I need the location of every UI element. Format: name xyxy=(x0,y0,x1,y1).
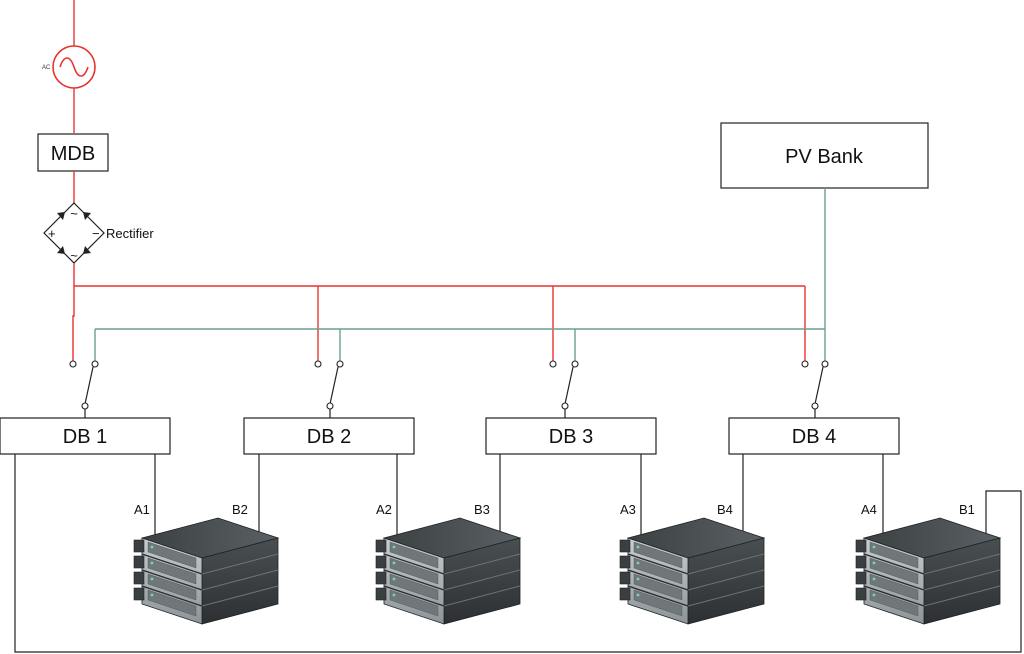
rectifier-plus-symbol: + xyxy=(48,226,56,241)
distribution-board: DB 2 xyxy=(243,417,415,455)
server-feed-lines xyxy=(14,454,1022,653)
rectifier: ~ ~ + − Rectifier xyxy=(43,202,154,264)
distribution-board: DB 3 xyxy=(485,417,657,455)
transfer-switch[interactable] xyxy=(549,360,579,418)
distribution-board: DB 1 xyxy=(0,417,171,455)
ac-source: AC xyxy=(42,0,96,133)
mdb-label: MDB xyxy=(51,143,95,165)
db-label: DB 4 xyxy=(792,426,836,448)
feed-label-a: A4 xyxy=(861,502,877,517)
pv-bank-label: PV Bank xyxy=(785,146,864,168)
feed-label-b: B2 xyxy=(232,502,248,517)
ac-label: AC xyxy=(42,65,51,71)
rectifier-ac-out-symbol: ~ xyxy=(70,248,78,263)
rectifier-ac-in-symbol: ~ xyxy=(70,206,78,221)
pv-bank-box: PV Bank xyxy=(720,122,929,189)
transfer-switch[interactable] xyxy=(801,360,829,418)
transfer-switch[interactable] xyxy=(69,360,99,418)
rectifier-minus-symbol: − xyxy=(92,226,100,241)
feed-label-a: A3 xyxy=(620,502,636,517)
feed-label-a: A1 xyxy=(134,502,150,517)
db-label: DB 3 xyxy=(549,426,593,448)
mdb-box: MDB xyxy=(37,133,109,172)
diode-icon xyxy=(57,212,91,254)
feed-label-b: B1 xyxy=(959,502,975,517)
feed-label-a: A2 xyxy=(376,502,392,517)
dc-bus-red xyxy=(72,263,806,361)
sine-wave-icon xyxy=(59,57,89,77)
transfer-switch[interactable] xyxy=(314,360,344,418)
server-rack-icon xyxy=(855,517,1001,625)
db-label: DB 1 xyxy=(63,426,107,448)
rectifier-label: Rectifier xyxy=(106,226,154,241)
feed-label-b: B4 xyxy=(717,502,733,517)
db-label: DB 2 xyxy=(307,426,351,448)
pv-bus-green xyxy=(94,188,826,361)
feed-label-b: B3 xyxy=(474,502,490,517)
server-rack-icon xyxy=(133,517,279,625)
distribution-board: DB 4 xyxy=(728,417,900,455)
